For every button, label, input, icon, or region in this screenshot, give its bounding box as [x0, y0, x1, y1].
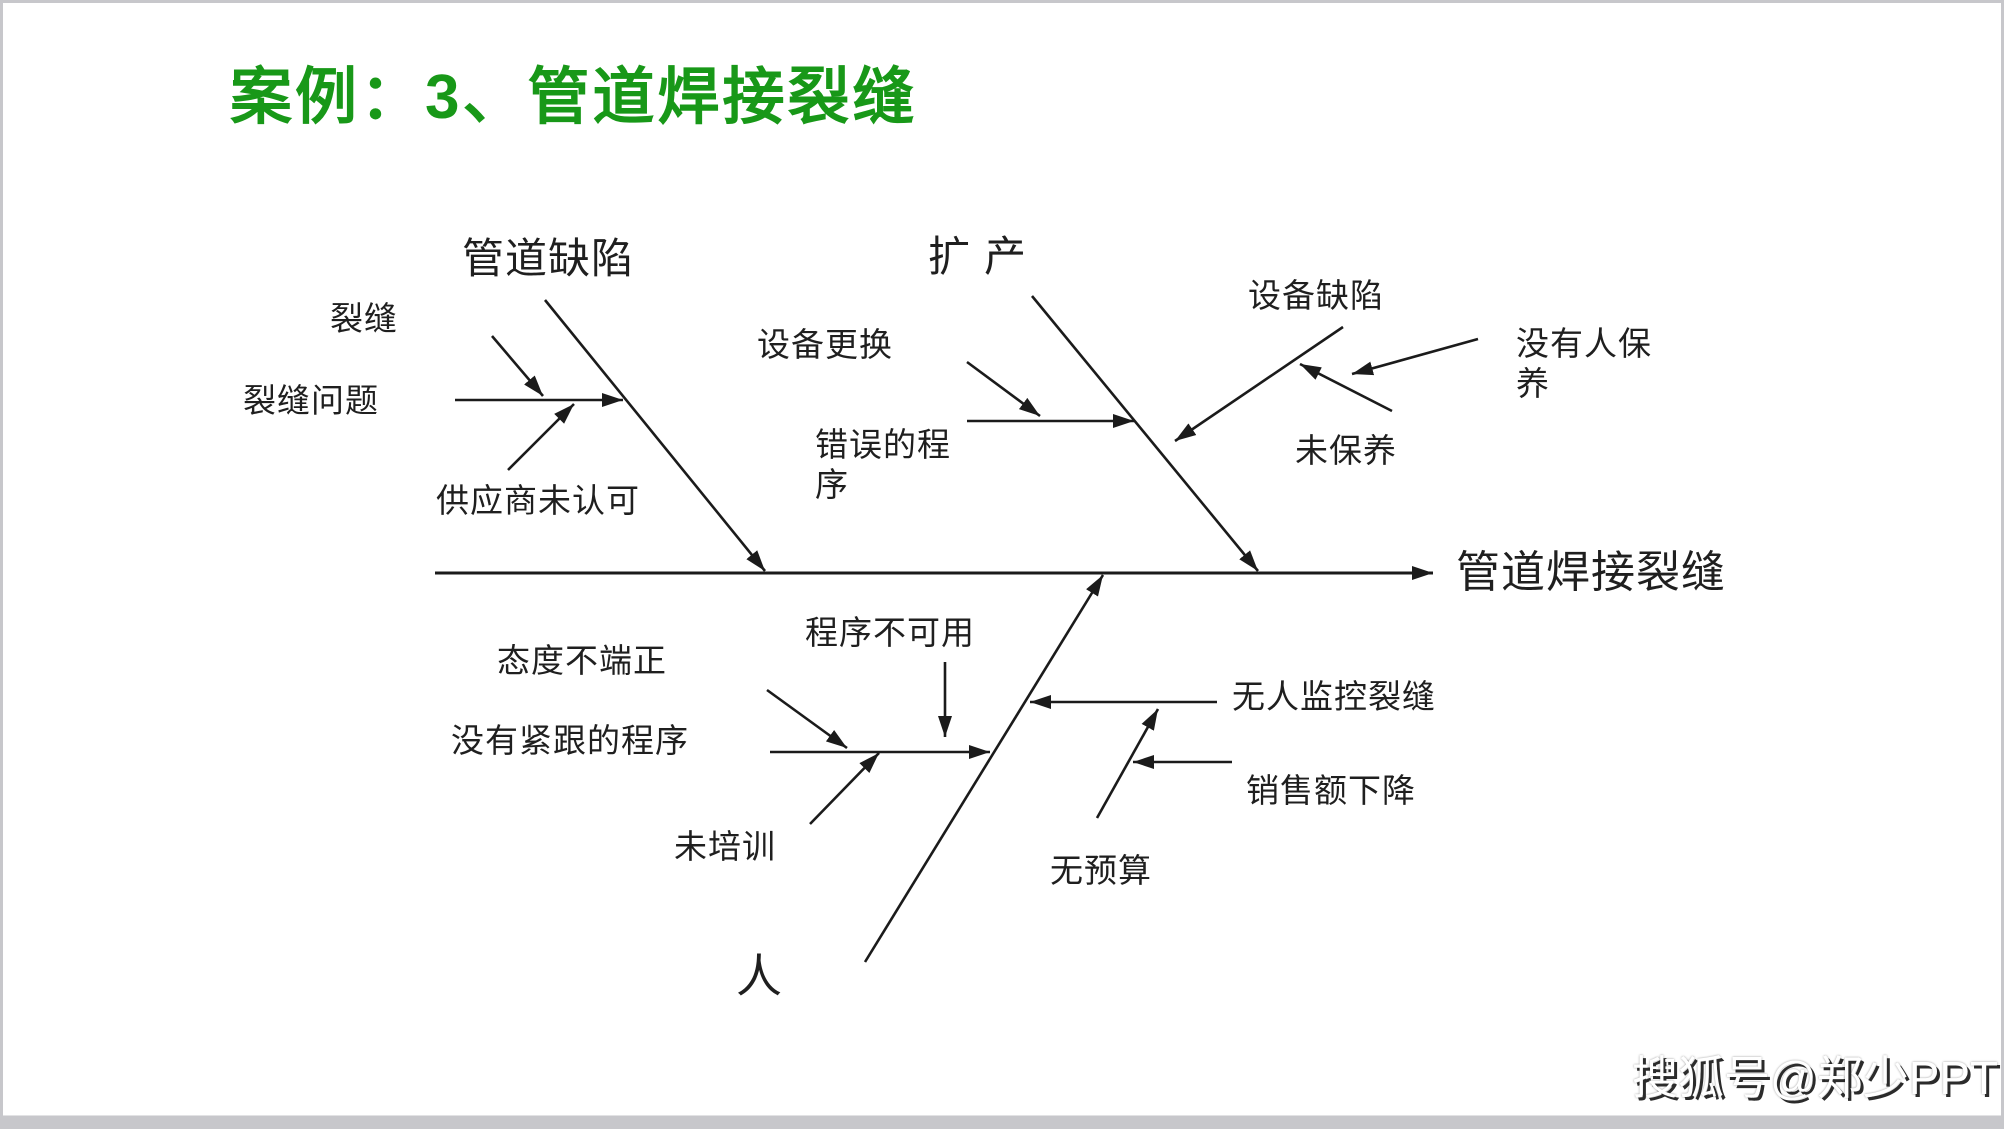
cause-label-gongyingshang: 供应商未认可 — [436, 484, 640, 520]
branch-pipe-defect-line — [543, 299, 767, 572]
page-title: 案例：3、管道焊接裂缝 — [230, 63, 918, 132]
cause-liefeng-arrow — [491, 335, 544, 397]
branch-person-line — [863, 574, 1105, 963]
watermark: 搜狐号@郑少PPT — [1632, 1052, 1999, 1104]
category-label-person: 人 — [736, 951, 783, 1002]
cause-label-taidu: 态度不端正 — [497, 644, 667, 680]
cause-label-shebei-quexian: 设备缺陷 — [1248, 279, 1384, 315]
cause-gongyingshang-arrow — [507, 403, 575, 471]
cause-shebei-genghuan-arrow — [966, 360, 1041, 418]
cause-label-wuren-jiankong: 无人监控裂缝 — [1232, 680, 1436, 716]
cause-taidu-arrow — [766, 688, 848, 750]
effect-label: 管道焊接裂缝 — [1456, 548, 1726, 597]
branch-shebei-quexian-line — [1174, 325, 1344, 443]
cause-label-cuowu-chengxu: 错误的程序 — [815, 428, 951, 504]
cause-label-wei-peixun: 未培训 — [674, 830, 776, 866]
cause-label-wu-yusuan: 无预算 — [1050, 854, 1152, 890]
cause-label-chengxu-bukeyong: 程序不可用 — [805, 616, 975, 652]
cause-label-meiyou-jingen: 没有紧跟的程序 — [451, 724, 689, 760]
cause-label-meiyouren-baoyang: 没有人保养 — [1516, 327, 1652, 403]
cause-wei-peixun-arrow — [809, 752, 880, 825]
category-label-expand: 扩产 — [928, 235, 1041, 281]
category-label-pipe-defect: 管道缺陷 — [462, 237, 635, 283]
cause-label-liefeng-wenti: 裂缝问题 — [243, 384, 379, 420]
branch-expand-line — [1030, 295, 1260, 572]
cause-label-shebei-genghuan: 设备更换 — [757, 328, 893, 364]
cause-label-wei-baoyang: 未保养 — [1295, 434, 1397, 470]
cause-label-xiaoshoue: 销售额下降 — [1246, 774, 1416, 810]
cause-label-liefeng: 裂缝 — [330, 302, 398, 338]
slide-background — [3, 3, 2001, 1116]
cause-wei-baoyang-arrow — [1299, 362, 1393, 413]
cause-wu-yusuan-line — [1095, 708, 1160, 819]
cause-meiyouren-baoyang-arrow — [1351, 337, 1479, 376]
